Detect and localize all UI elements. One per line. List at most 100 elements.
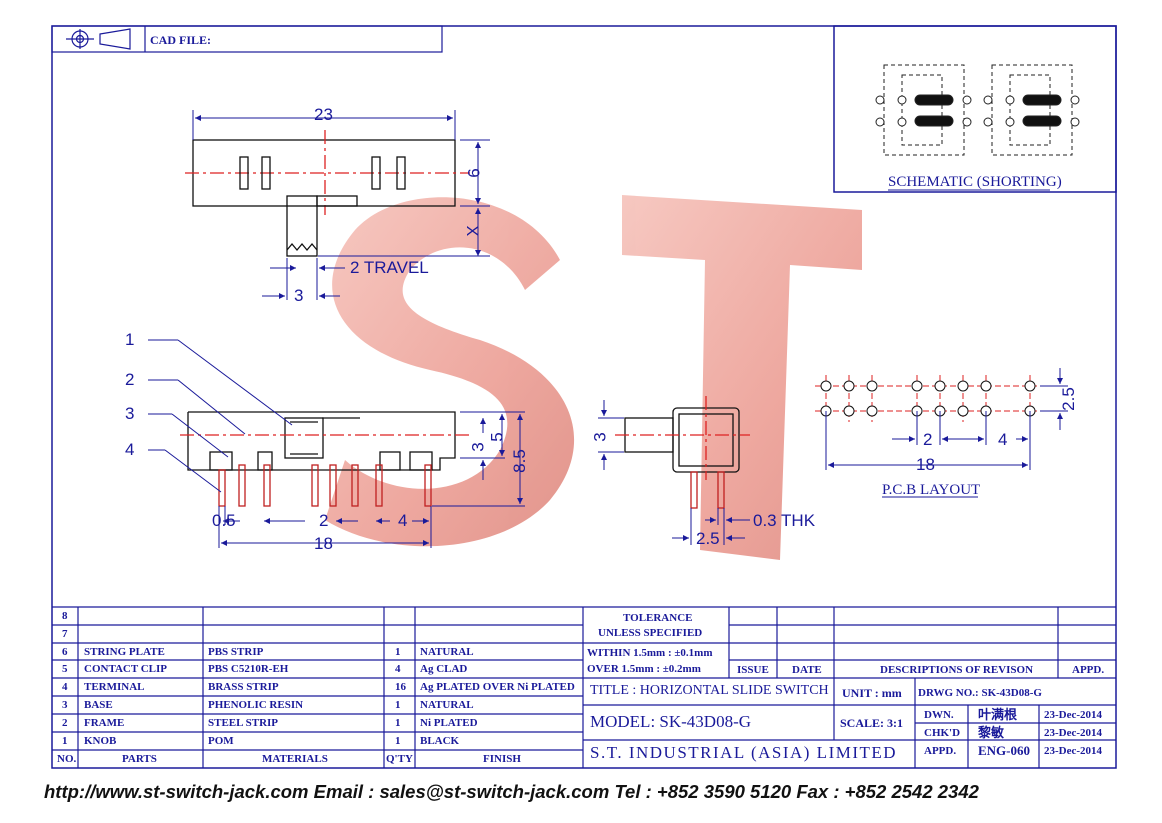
parts-cell-finish: Ag CLAD <box>420 663 468 675</box>
dim-knob: 3 <box>294 286 304 305</box>
schematic-title: SCHEMATIC (SHORTING) <box>888 174 1062 190</box>
watermark-logo <box>325 195 862 560</box>
parts-cell-qty: 1 <box>395 735 401 747</box>
parts-cell-no: 3 <box>62 699 68 711</box>
dim-h85: 8.5 <box>509 449 529 473</box>
dim-top-x: X <box>463 225 483 237</box>
dim-top-width: 23 <box>314 105 333 124</box>
dim-overall-18: 18 <box>314 534 333 553</box>
parts-cell-finish: BLACK <box>420 735 460 747</box>
parts-cell-no: 2 <box>62 717 68 729</box>
callout-1: 1 <box>125 330 135 349</box>
parts-cell-qty: 16 <box>395 681 406 693</box>
dim-h5: 5 <box>487 432 507 442</box>
model-text: MODEL: SK-43D08-G <box>590 712 752 731</box>
parts-cell-qty: 4 <box>395 663 401 675</box>
tolerance-title: TOLERANCE <box>623 612 693 624</box>
top-view-drawing <box>185 130 470 257</box>
title-text: TITLE : HORIZONTAL SLIDE SWITCH <box>590 683 829 698</box>
tolerance-over: OVER 1.5mm : ±0.2mm <box>587 663 701 675</box>
pcb-hole <box>843 405 855 417</box>
cad-file-label: CAD FILE: <box>150 33 212 47</box>
parts-cell-part: STRING PLATE <box>84 646 165 658</box>
parts-cell-part: KNOB <box>84 735 117 747</box>
pcb-hole <box>866 380 878 392</box>
pcb-hole <box>820 380 832 392</box>
pcb-layout-drawing <box>815 375 1040 422</box>
dim-pitch-4: 4 <box>398 511 408 530</box>
parts-cell-no: 6 <box>62 646 68 658</box>
pcb-hole <box>957 380 969 392</box>
parts-cell-finish: Ag PLATED OVER Ni PLATED <box>420 681 575 693</box>
signoff-name: ENG-060 <box>978 743 1030 758</box>
callout-2: 2 <box>125 370 135 389</box>
parts-cell-finish: NATURAL <box>420 699 474 711</box>
parts-cell-finish: NATURAL <box>420 646 474 658</box>
signoff-name: 黎敏 <box>978 725 1005 740</box>
parts-cell-material: PHENOLIC RESIN <box>208 699 304 711</box>
header-parts: PARTS <box>122 753 157 765</box>
parts-cell-material: BRASS STRIP <box>208 681 279 693</box>
pcb-hole <box>866 405 878 417</box>
dim-thickness: 0.3 THK <box>753 511 816 530</box>
signoff-date: 23-Dec-2014 <box>1044 727 1103 739</box>
revision-date: DATE <box>792 664 822 676</box>
parts-cell-part: FRAME <box>84 717 125 729</box>
drwg-no: DRWG NO.: SK-43D08-G <box>918 687 1042 699</box>
front-view-drawing <box>180 411 470 507</box>
side-view-drawing <box>615 396 750 509</box>
parts-table-grid <box>52 606 1116 768</box>
pcb-layout-title: P.C.B LAYOUT <box>882 482 981 498</box>
revision-appd: APPD. <box>1072 664 1105 676</box>
header-materials: MATERIALS <box>262 753 328 765</box>
parts-cell-material: PBS STRIP <box>208 646 264 658</box>
tolerance-subtitle: UNLESS SPECIFIED <box>598 627 703 639</box>
parts-cell-finish: Ni PLATED <box>420 717 478 729</box>
callout-3: 3 <box>125 404 135 423</box>
callout-4: 4 <box>125 440 135 459</box>
pcb-hole <box>1024 380 1036 392</box>
dim-pitch-2: 2 <box>319 511 329 530</box>
parts-cell-no: 4 <box>62 681 68 693</box>
pcb-hole <box>911 380 923 392</box>
tolerance-within: WITHIN 1.5mm : ±0.1mm <box>587 647 713 659</box>
parts-cell-no: 8 <box>62 610 68 622</box>
signoff-date: 23-Dec-2014 <box>1044 709 1103 721</box>
dim-h3: 3 <box>468 442 488 452</box>
company-name: S.T. INDUSTRIAL (ASIA) LIMITED <box>590 743 898 762</box>
parts-cell-qty: 1 <box>395 699 401 711</box>
revision-desc: DESCRIPTIONS OF REVISON <box>880 664 1034 676</box>
parts-cell-part: BASE <box>84 699 113 711</box>
parts-cell-material: POM <box>208 735 234 747</box>
parts-cell-material: STEEL STRIP <box>208 717 279 729</box>
dim-pcb-overall: 18 <box>916 455 935 474</box>
parts-cell-part: CONTACT CLIP <box>84 663 168 675</box>
header-no: NO. <box>57 753 77 765</box>
pcb-hole <box>980 380 992 392</box>
pcb-hole <box>843 380 855 392</box>
parts-cell-material: PBS C5210R-EH <box>208 663 289 675</box>
footer-contact: http://www.st-switch-jack.com Email : sa… <box>44 781 979 802</box>
dim-pcb-pitch2: 2 <box>923 430 933 449</box>
unit-text: UNIT : mm <box>842 686 902 700</box>
dim-top-height: 6 <box>464 168 484 178</box>
header-finish: FINISH <box>483 753 521 765</box>
dim-side-knob: 3 <box>590 432 610 442</box>
signoff-role: APPD. <box>924 745 957 757</box>
dim-side-pitch: 2.5 <box>696 529 720 548</box>
dim-pin-width: 0.5 <box>212 511 236 530</box>
signoff-date: 23-Dec-2014 <box>1044 745 1103 757</box>
parts-cell-no: 1 <box>62 735 68 747</box>
scale-text: SCALE: 3:1 <box>840 716 904 730</box>
parts-cell-part: TERMINAL <box>84 681 145 693</box>
dim-travel: 2 TRAVEL <box>350 258 429 277</box>
signoff-name: 叶满根 <box>978 707 1018 722</box>
signoff-role: DWN. <box>924 709 954 721</box>
schematic-diagram <box>875 64 1080 156</box>
dim-pcb-row: 2.5 <box>1058 387 1078 411</box>
pcb-hole <box>957 405 969 417</box>
projection-symbol-icon <box>66 28 131 50</box>
parts-cell-qty: 1 <box>395 717 401 729</box>
parts-cell-no: 5 <box>62 663 68 675</box>
